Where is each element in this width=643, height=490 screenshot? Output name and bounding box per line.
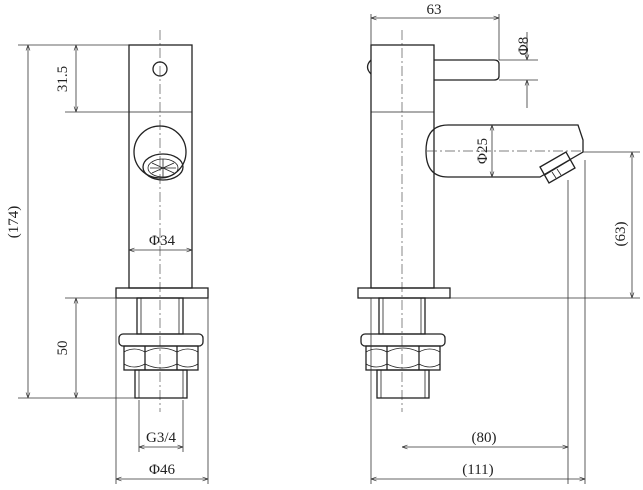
- side-hex-nut: [365, 345, 441, 371]
- front-view: (174) 31.5 50 Φ34 G3/4 Φ46: [6, 30, 209, 484]
- dim-spout-reach-label: (80): [472, 430, 497, 446]
- dim-thread-label: G3/4: [146, 430, 177, 446]
- front-aerator-icon: [133, 125, 187, 181]
- dim-flange-diameter-label: Φ46: [149, 462, 175, 478]
- dim-shank-length-label: 50: [55, 341, 71, 356]
- dim-handle-offset-label: 31.5: [55, 66, 71, 92]
- dim-overall-depth-label: (111): [462, 462, 493, 478]
- side-bottom-thread: [376, 369, 430, 399]
- side-spout: [425, 124, 584, 178]
- dim-body-diameter-label: Φ34: [149, 233, 175, 249]
- side-view: 63 Φ8 Φ25 (63) (80) (111): [357, 2, 640, 484]
- dim-spout-height-label: (63): [613, 222, 629, 247]
- dim-spout-diameter-label: Φ25: [475, 138, 491, 164]
- front-bottom-thread: [134, 369, 188, 399]
- side-flange: [357, 287, 451, 299]
- front-hex-nut: [123, 345, 199, 371]
- side-lever-handle: [434, 59, 500, 81]
- front-flange: [115, 287, 209, 299]
- dim-total-height-label: (174): [6, 206, 22, 239]
- front-handle-pin-icon: [152, 61, 168, 77]
- side-aerator-icon: [539, 151, 576, 184]
- front-washer: [118, 333, 204, 347]
- side-washer: [360, 333, 446, 347]
- side-tap-body: [370, 44, 435, 289]
- dim-width-label: 63: [427, 2, 442, 18]
- dim-handle-diameter-label: Φ8: [516, 37, 532, 55]
